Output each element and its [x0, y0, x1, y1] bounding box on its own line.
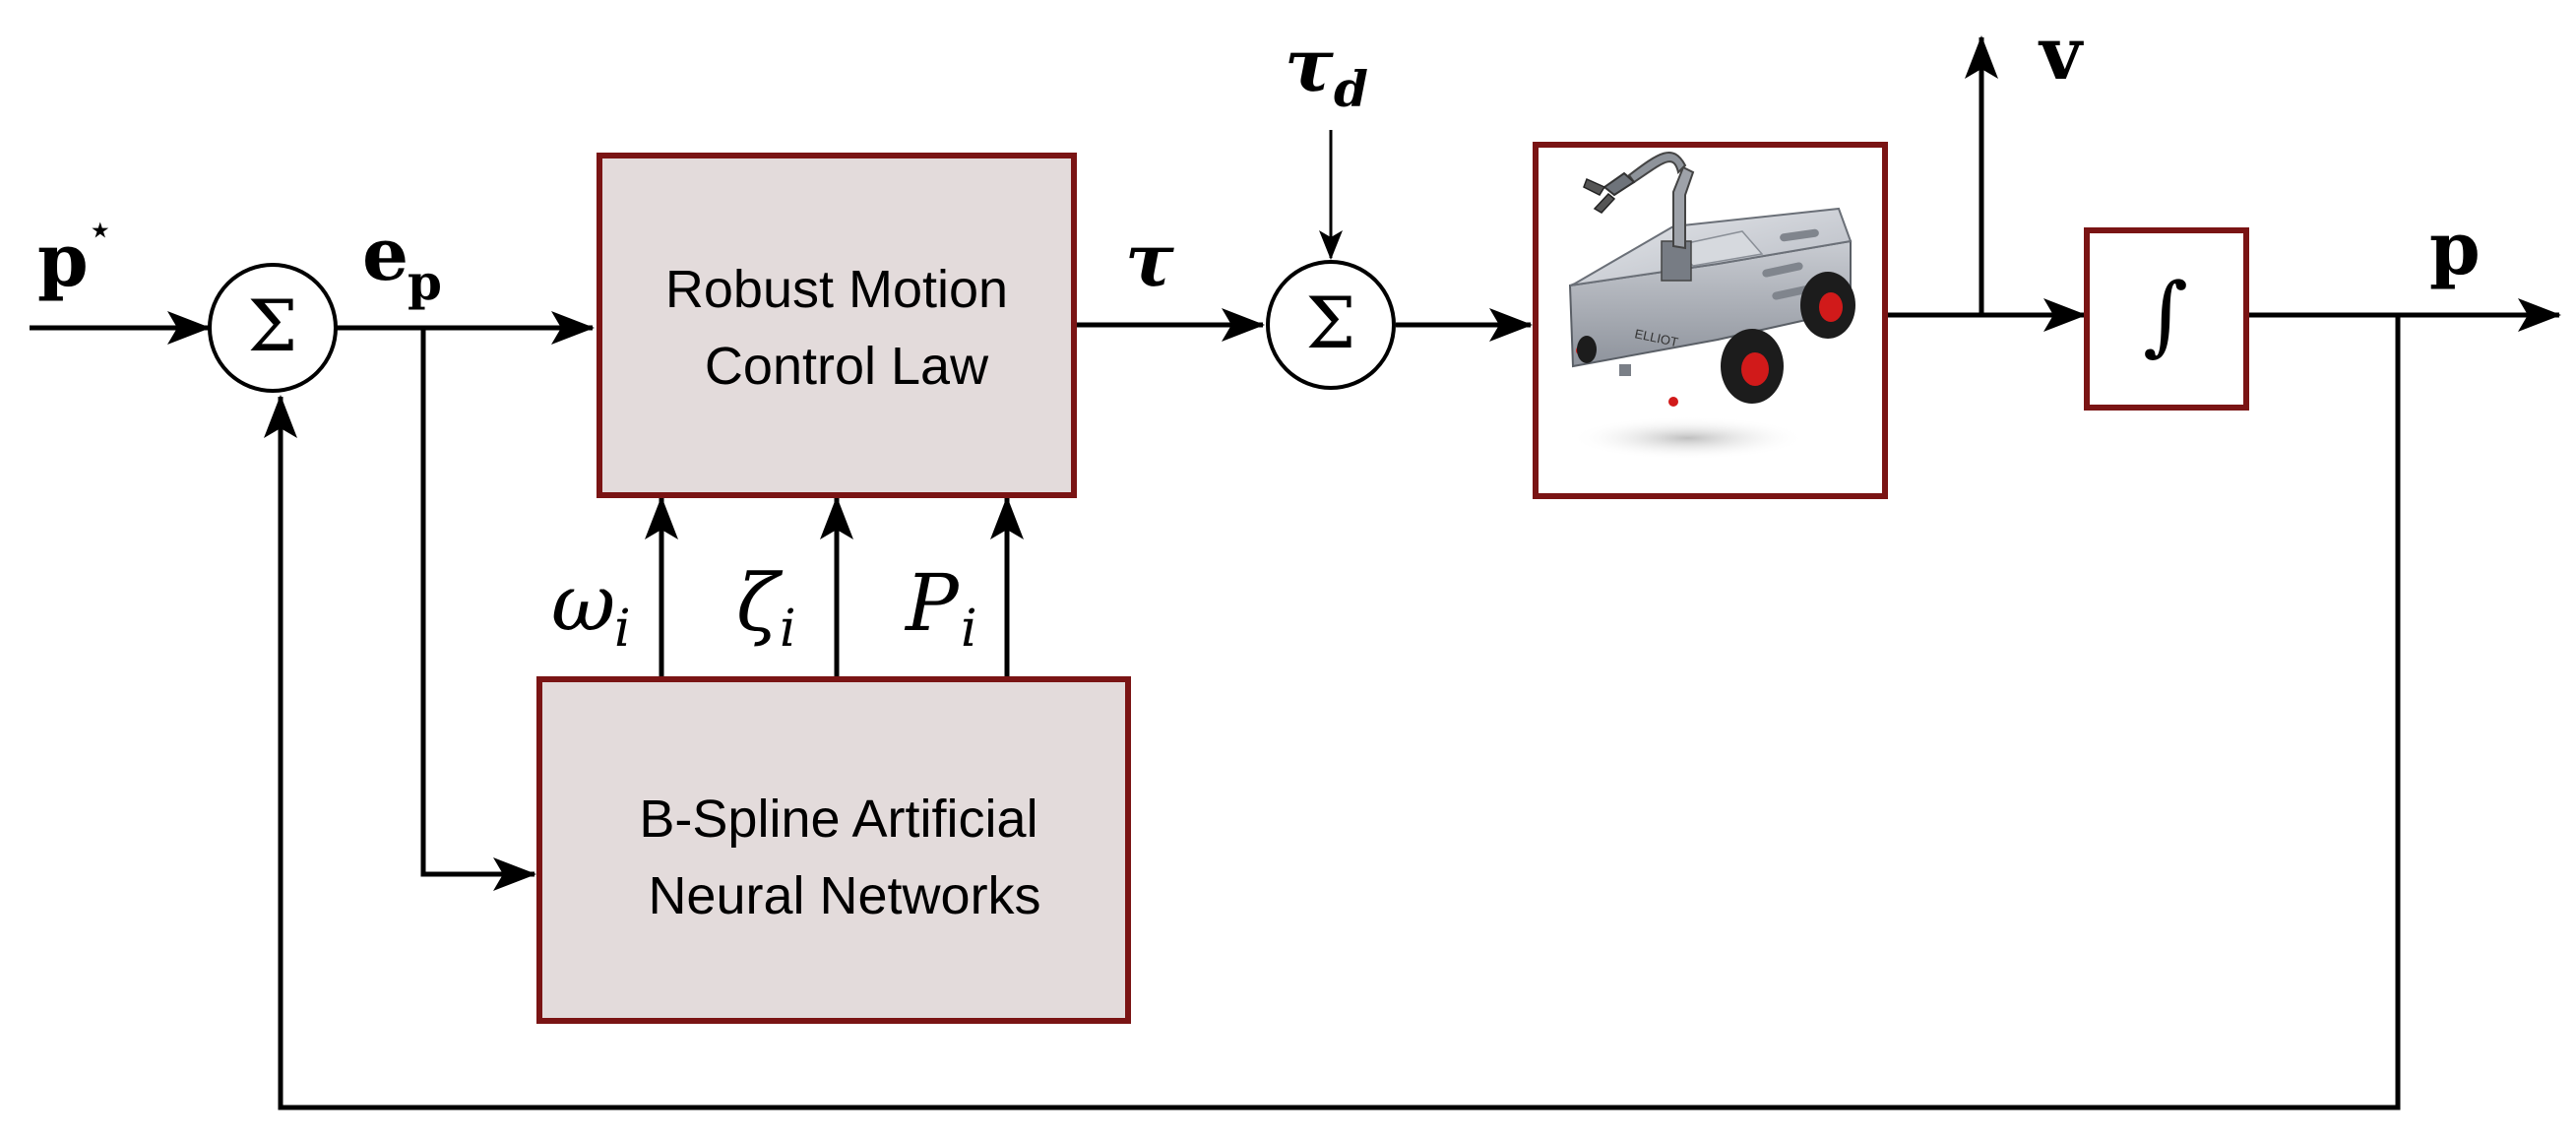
robot-wheel-front	[1721, 329, 1784, 404]
label-tau: τ	[1125, 219, 1174, 303]
error-branch-to-nn-line	[420, 328, 536, 891]
summer-2: Σ	[1266, 260, 1396, 390]
label-tau-d-sub: d	[1334, 60, 1368, 118]
label-P-base: P	[904, 557, 960, 649]
summer-1-symbol: Σ	[248, 285, 298, 367]
label-P-sub: i	[961, 600, 977, 659]
integrator-block: ∫	[2084, 227, 2249, 411]
robot-wheel-rear	[1800, 272, 1855, 339]
signal-lines	[30, 35, 2561, 1110]
label-p-star-sup: ⋆	[87, 205, 114, 255]
label-p-out: p	[2429, 207, 2481, 291]
label-p-star: p ⋆	[37, 205, 114, 303]
integrator-symbol: ∫	[2143, 264, 2188, 365]
label-v: v	[2038, 12, 2084, 96]
label-tau-d-base: τ	[1285, 24, 1334, 108]
label-v-base: v	[2038, 12, 2084, 96]
label-omega: ω i	[551, 557, 631, 659]
robot-plant-block: ELLIOT	[1533, 142, 1888, 499]
label-p-out-base: p	[2429, 207, 2481, 291]
control-law-label-line1: Robust Motion	[665, 260, 1008, 319]
label-tau-base: τ	[1125, 219, 1174, 303]
summer-1: Σ	[208, 263, 338, 393]
control-law-block: Robust Motion Control Law	[597, 153, 1077, 498]
summer-2-symbol: Σ	[1306, 282, 1356, 364]
label-e-p-base: e	[362, 213, 408, 297]
control-law-label-line2: Control Law	[705, 337, 989, 396]
robot-illustration: ELLIOT	[1568, 151, 1855, 460]
label-omega-sub: i	[614, 600, 631, 659]
nn-label-line1: B-Spline Artificial	[639, 790, 1037, 849]
label-zeta-base: ζ	[736, 557, 784, 649]
label-e-p-sub: p	[408, 253, 442, 311]
label-tau-d: τ d	[1285, 24, 1368, 118]
nn-label-line2: Neural Networks	[648, 866, 1040, 925]
label-P: P i	[904, 557, 977, 659]
label-zeta: ζ i	[736, 557, 796, 659]
label-omega-base: ω	[551, 557, 615, 649]
label-e-p: e p	[362, 213, 442, 311]
feedback-line	[264, 315, 2401, 1110]
label-p-star-base: p	[37, 219, 89, 303]
nn-block: B-Spline Artificial Neural Networks	[536, 676, 1131, 1024]
label-zeta-sub: i	[780, 600, 796, 659]
